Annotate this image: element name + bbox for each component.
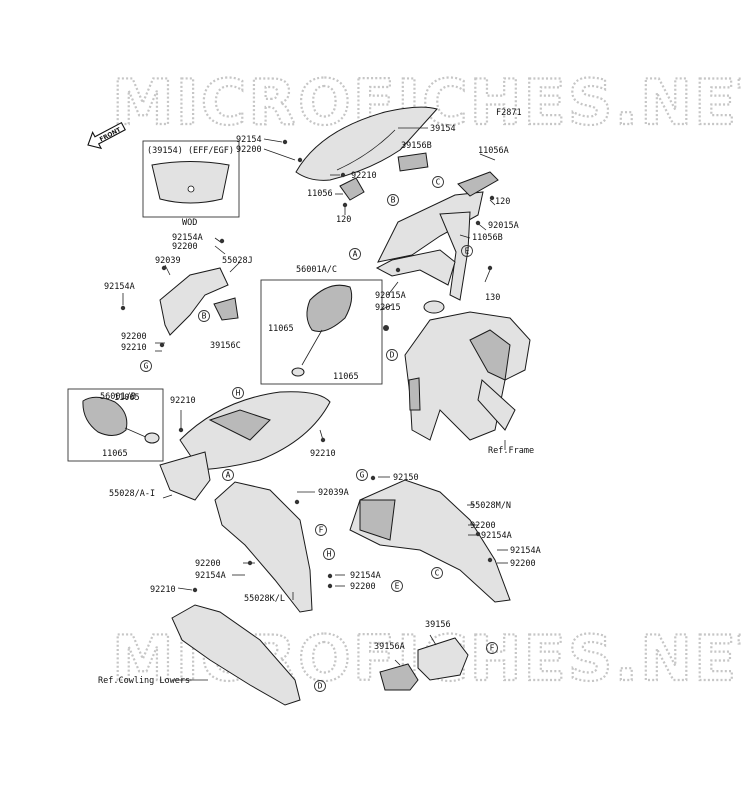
part-label: 39154 [430,124,456,134]
part-label: 11056A [478,146,509,156]
part-label: 55028M/N [470,501,511,511]
callout-letter: C [435,569,440,578]
part-label: 11065 [114,393,140,403]
part-label: 55028K/L [244,594,285,604]
part-label: 92200 [195,559,221,569]
part-label: 39156A [374,642,405,652]
part-label: 11056B [472,233,503,243]
fasteners [120,139,495,593]
plate-39156 [417,637,469,681]
part-label: 55028/A-I [109,489,155,499]
part-label: 92154A [481,531,512,541]
part-label: 92200 [510,559,536,569]
part-label: 92210 [121,343,147,353]
part-label: 92200 [236,145,262,155]
mirror-inset-left [67,388,164,462]
part-label: 56001/B [100,392,136,402]
part-label: 92015A [488,221,519,231]
part-label: 92015A [375,291,406,301]
callout-letter: C [436,178,441,187]
mirror-inset-right [260,279,383,385]
callout-letter: E [395,582,400,591]
part-label: 92150 [393,473,419,483]
callout-letter: A [226,471,231,480]
ref-frame-label: Ref.Frame [488,446,534,456]
part-label: 92039 [155,256,181,266]
mirror-left-part [82,396,160,444]
part-label-group: 92154 92200 39154 39156B 11056A 92210 11… [100,124,541,652]
part-label: 92154A [350,571,381,581]
part-label: 39156B [401,141,432,151]
callout-letter: G [144,362,149,371]
part-label: 130 [485,293,500,303]
callout-letter: A [353,250,358,259]
callout-letter: H [236,389,241,398]
part-label: 92210 [351,171,377,181]
part-label: 92154A [195,571,226,581]
part-label: 92154A [104,282,135,292]
mirror-right-part [291,284,353,377]
part-label: 120 [495,197,510,207]
trim-strip-39156b [397,152,429,172]
part-label: 92154A [510,546,541,556]
part-label: 92200 [470,521,496,531]
callout-letter: D [390,351,395,360]
part-label: 92200 [350,582,376,592]
callout-letter: B [202,312,207,321]
side-cowl-left [214,481,313,613]
part-label: 11065 [268,324,294,334]
callout-letter: H [327,550,332,559]
part-label: 92200 [121,332,147,342]
part-label: 39156C [210,341,241,351]
part-label: 92154A [172,233,203,243]
part-label: 11065 [333,372,359,382]
part-label: 92210 [150,585,176,595]
inset-windshield-variant: (39154) (EFF/EGF) WOD [142,140,240,228]
callout-letter: F [490,644,495,653]
meter-bracket [339,171,499,301]
part-label: 56001A/C [296,265,337,275]
callout-letter: B [391,196,396,205]
callout-letter: F [319,526,324,535]
callout-letter: G [360,471,365,480]
part-label: 11056 [307,189,333,199]
ref-cowling-label: Ref.Cowling Lowers [98,676,190,686]
watermark-top: MICROFICHES.NET [112,66,742,139]
part-label: 39156 [425,620,451,630]
part-label: 92210 [310,449,336,459]
leader-lines [122,127,508,681]
callout-letter: E [465,247,470,256]
inset-label-top: (39154) (EFF/EGF) [147,146,234,156]
callout-letter: D [318,682,323,691]
plate-39156a [379,663,419,691]
inset-label-bottom: WOD [182,218,197,228]
figure-code: F2871 [496,108,522,118]
part-label: 11065 [102,449,128,459]
callout-group: C B A E D B G H A G F H E C D F [140,176,498,692]
part-label: 92210 [170,396,196,406]
windshield-part [295,106,438,181]
part-label: 120 [336,215,351,225]
frame-section [404,300,531,441]
part-label: 92200 [172,242,198,252]
part-label: 92154 [236,135,262,145]
inner-cover-55028j [159,267,229,336]
part-label: 55028J [222,256,253,266]
part-label: 92015 [375,303,401,313]
part-label: 92039A [318,488,349,498]
lower-cowl [171,604,301,706]
